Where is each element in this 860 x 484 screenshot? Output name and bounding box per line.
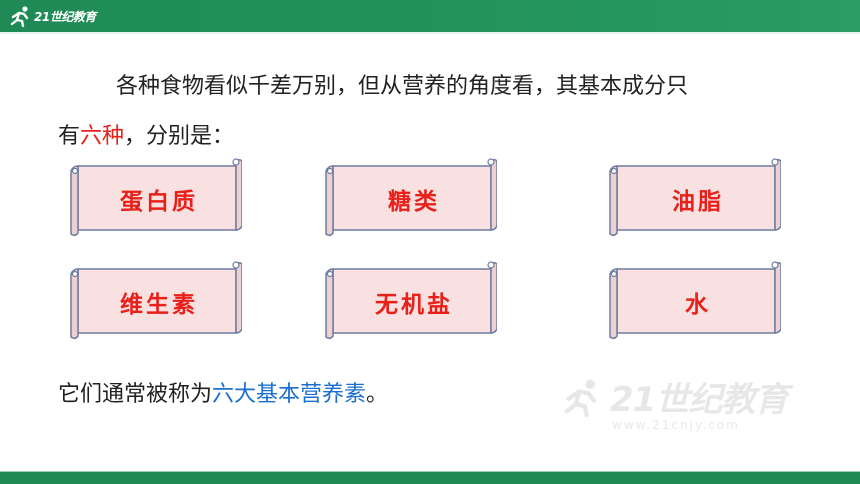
- summary-prefix: 它们通常被称为: [58, 382, 213, 407]
- scroll-frame-icon: [70, 261, 242, 340]
- six-nutrients-highlight: 六大基本营养素: [212, 382, 367, 407]
- nutrient-scroll-mineral: 无机盐: [325, 260, 497, 342]
- watermark-logo: 21世纪教育: [560, 372, 788, 421]
- runner-icon: [10, 6, 29, 27]
- nutrient-scroll-water: 水: [609, 260, 781, 342]
- footer-bar: [0, 472, 860, 484]
- intro-line-1: 各种食物看似千差万别，但从营养的角度看，其基本成分只: [116, 74, 689, 99]
- six-kinds-highlight: 六种: [80, 124, 125, 149]
- nutrient-label: 水: [685, 291, 711, 318]
- footer-divider: [0, 471, 860, 472]
- scroll-frame-icon: [70, 158, 242, 237]
- watermark-url: www.21cnjy.com: [612, 418, 740, 432]
- brand-logo-text: 21世纪教育: [34, 9, 96, 24]
- watermark-logo-text: 21世纪教育: [610, 380, 788, 420]
- nutrient-label: 糖类: [388, 188, 440, 215]
- nutrient-label: 油脂: [672, 188, 724, 215]
- scroll-frame-icon: [609, 261, 781, 340]
- summary-sentence: 它们通常被称为六大基本营养素。: [58, 376, 388, 408]
- header-bar: 21世纪教育: [0, 0, 860, 32]
- nutrient-label: 蛋白质: [120, 188, 198, 215]
- nutrient-scroll-sugar: 糖类: [325, 157, 497, 239]
- header-divider: [0, 32, 860, 34]
- runner-icon: [564, 379, 597, 417]
- intro-line-2-suffix: ，分别是：: [124, 124, 235, 149]
- nutrient-scroll-fat: 油脂: [609, 157, 781, 239]
- nutrient-scroll-vitamin: 维生素: [70, 260, 242, 342]
- scroll-frame-icon: [325, 261, 497, 340]
- nutrient-label: 维生素: [120, 291, 198, 318]
- intro-line-2: 有六种，分别是：: [58, 112, 788, 162]
- summary-suffix: 。: [366, 382, 389, 407]
- brand-logo: 21世纪教育: [10, 4, 96, 28]
- nutrient-label: 无机盐: [375, 291, 453, 318]
- scroll-frame-icon: [325, 158, 497, 237]
- intro-paragraph: 各种食物看似千差万别，但从营养的角度看，其基本成分只 有六种，分别是：: [58, 62, 788, 162]
- intro-line-2-prefix: 有: [58, 124, 81, 149]
- nutrient-scroll-protein: 蛋白质: [70, 157, 242, 239]
- scroll-frame-icon: [609, 158, 781, 237]
